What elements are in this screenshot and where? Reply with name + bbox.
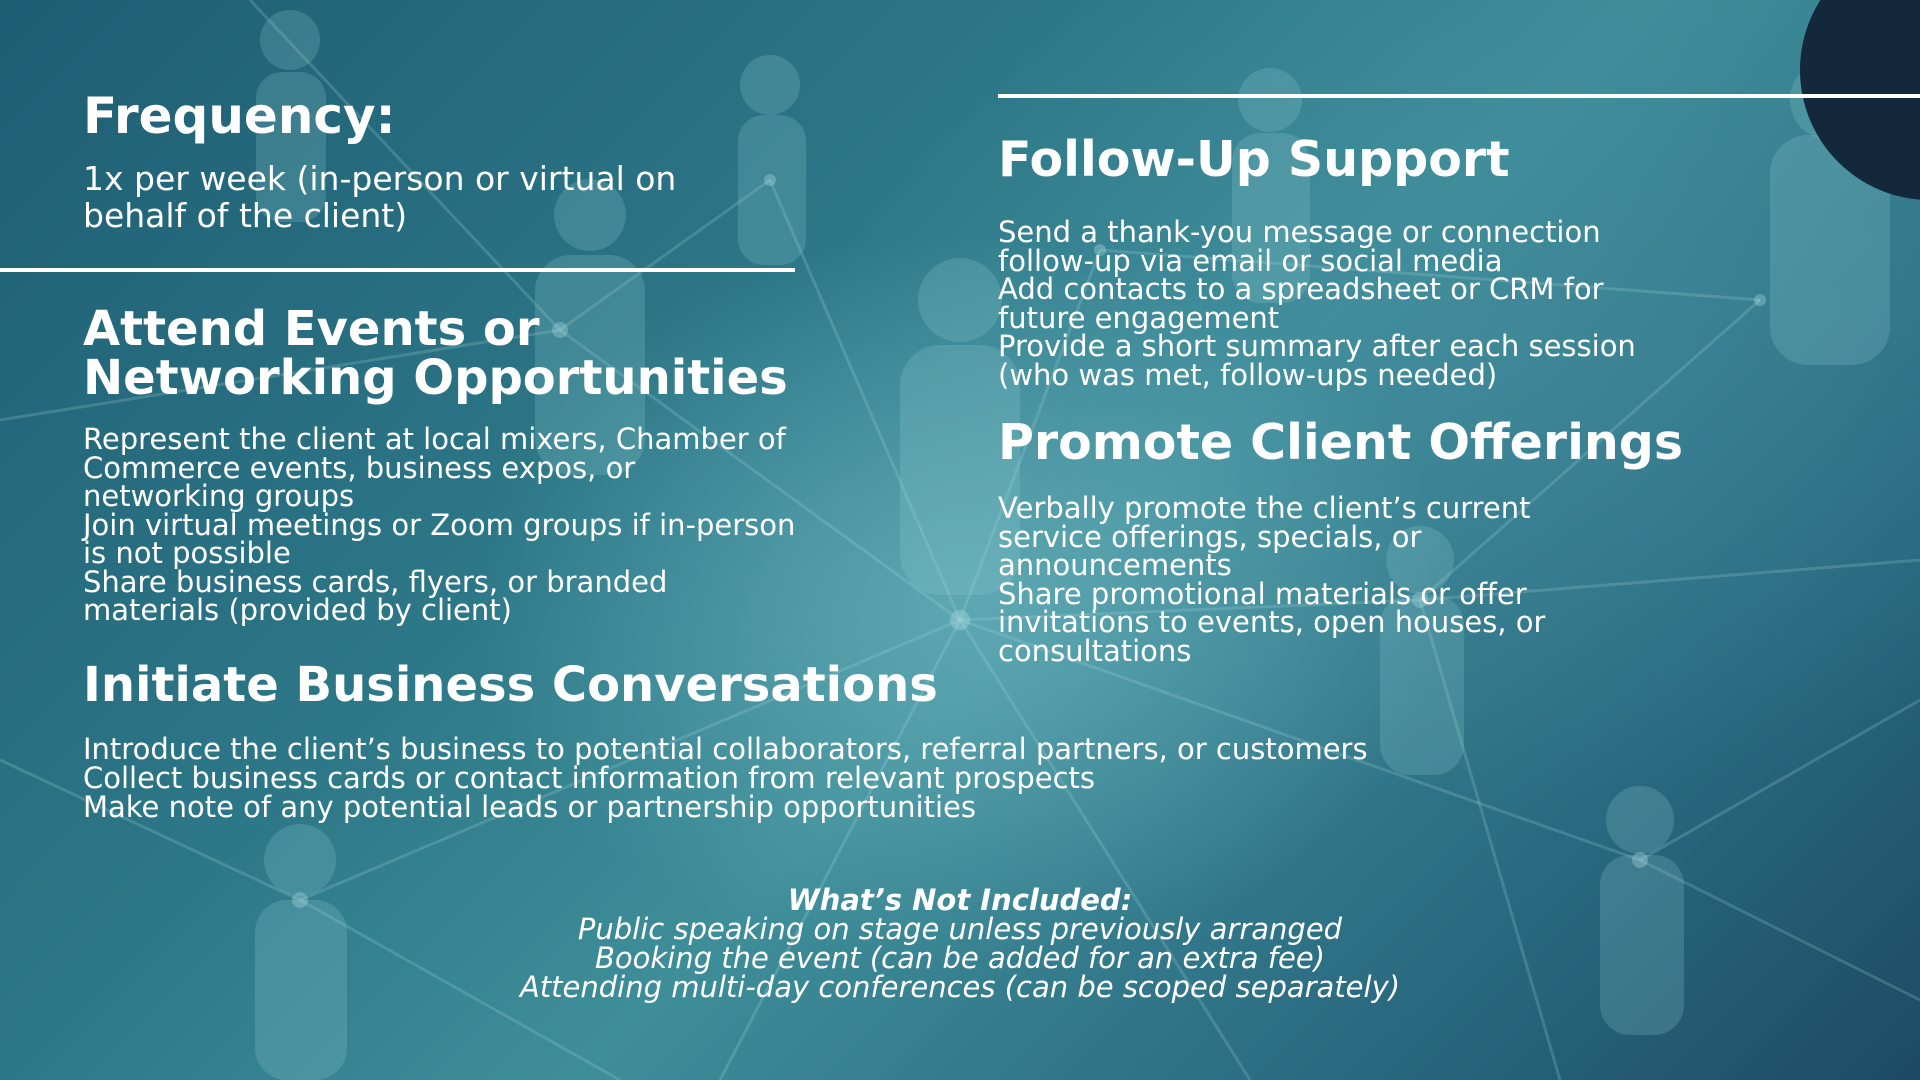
attend-events-list: Represent the client at local mixers, Ch…: [83, 425, 803, 625]
attend-events-heading: Attend Events or Networking Opportunitie…: [83, 301, 788, 406]
list-item: Join virtual meetings or Zoom groups if …: [83, 507, 796, 570]
frequency-text: 1x per week (in-person or virtual on beh…: [83, 159, 677, 235]
promote-offerings-heading: Promote Client Offerings: [998, 414, 1683, 471]
list-item: Collect business cards or contact inform…: [83, 761, 1096, 795]
list-item: Make note of any potential leads or part…: [83, 790, 976, 824]
frequency-heading: Frequency:: [83, 87, 396, 145]
list-item: Share business cards, flyers, or branded…: [83, 564, 668, 627]
list-item: Verbally promote the client’s current se…: [998, 491, 1531, 582]
not-included-section: What’s Not Included: Public speaking on …: [360, 886, 1560, 1002]
initiate-conversations-heading: Initiate Business Conversations: [83, 657, 938, 713]
list-item: Introduce the client’s business to poten…: [83, 732, 1368, 766]
initiate-conversations-list: Introduce the client’s business to poten…: [83, 735, 1583, 822]
promote-offerings-list: Verbally promote the client’s current se…: [998, 494, 1618, 665]
list-item: Send a thank-you message or connection f…: [998, 215, 1601, 278]
not-included-item: Attending multi-day conferences (can be …: [519, 970, 1401, 1004]
not-included-item: Booking the event (can be added for an e…: [595, 941, 1325, 975]
divider-right: [998, 94, 1920, 98]
follow-up-heading: Follow-Up Support: [998, 131, 1510, 188]
list-item: Represent the client at local mixers, Ch…: [83, 422, 786, 513]
follow-up-list: Send a thank-you message or connection f…: [998, 215, 1698, 392]
not-included-title: What’s Not Included:: [787, 883, 1133, 917]
list-item: Add contacts to a spreadsheet or CRM for…: [998, 272, 1604, 335]
list-item: Provide a short summary after each sessi…: [998, 329, 1636, 392]
list-item: Share promotional materials or offer inv…: [998, 576, 1546, 668]
not-included-item: Public speaking on stage unless previous…: [577, 912, 1343, 946]
divider-left: [0, 268, 795, 272]
